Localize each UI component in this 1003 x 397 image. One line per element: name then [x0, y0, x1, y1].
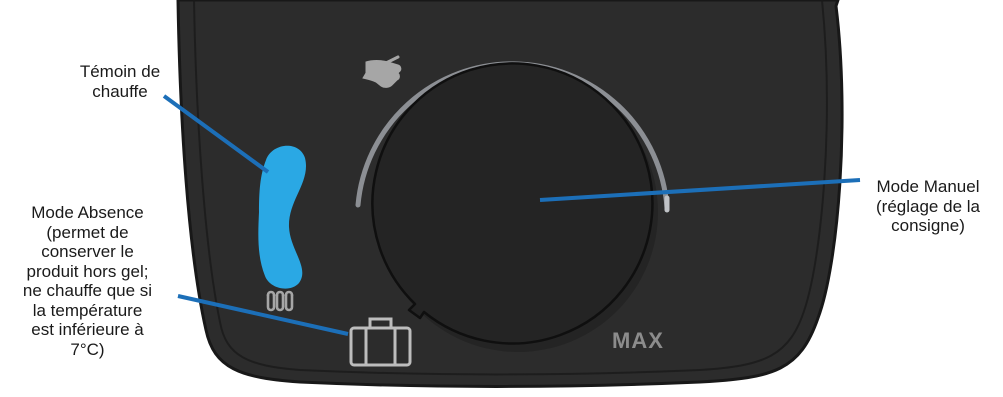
heating-indicator-label: Témoin de chauffe	[40, 62, 200, 101]
manual-mode-label: Mode Manuel (réglage de la consigne)	[853, 177, 1003, 236]
absence-mode-label: Mode Absence (permet de conserver le pro…	[0, 203, 175, 359]
dial-knob[interactable]	[372, 63, 658, 352]
max-label: MAX	[612, 328, 664, 353]
